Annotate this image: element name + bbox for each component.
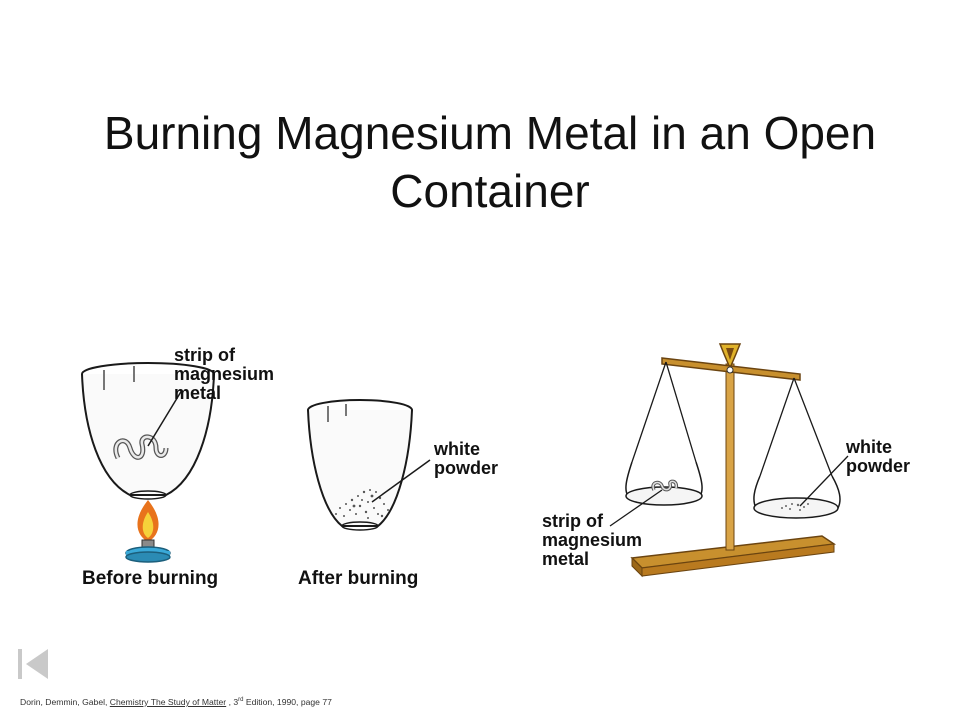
citation: Dorin, Demmin, Gabel, Chemistry The Stud… bbox=[20, 697, 332, 707]
crucible-after bbox=[307, 399, 431, 531]
balance-figure: white powder strip of magnesium metal bbox=[522, 330, 954, 600]
crucible-illustration bbox=[81, 362, 431, 563]
citation-authors: Dorin, Demmin, Gabel, bbox=[20, 697, 108, 707]
balance-base bbox=[630, 535, 837, 578]
label-white-powder-right: white powder bbox=[846, 437, 911, 476]
label-strip-of-magnesium-left: strip of magnesium metal bbox=[174, 345, 275, 403]
balance-illustration bbox=[609, 343, 849, 578]
caption-after-burning: After burning bbox=[298, 568, 419, 589]
right-pan bbox=[753, 377, 849, 519]
citation-edition-sup: rd bbox=[238, 697, 244, 704]
skip-to-first-button[interactable] bbox=[16, 646, 50, 682]
citation-book-link[interactable]: Chemistry The Study of Matter bbox=[109, 697, 227, 707]
crucible-before bbox=[81, 362, 215, 563]
caption-before-burning: Before burning bbox=[82, 568, 219, 589]
crucible-figure: strip of magnesium metal white powder Be… bbox=[60, 330, 520, 600]
citation-edition-rest: Edition, 1990, page 77 bbox=[243, 697, 332, 707]
label-strip-of-magnesium-right: strip of magnesium metal bbox=[542, 511, 643, 569]
left-pan bbox=[609, 361, 703, 527]
skip-to-first-icon bbox=[18, 649, 48, 679]
slide-title: Burning Magnesium Metal in an Open Conta… bbox=[103, 107, 877, 217]
label-white-powder-left: white powder bbox=[434, 439, 499, 478]
citation-edition: , 3 bbox=[226, 697, 239, 707]
